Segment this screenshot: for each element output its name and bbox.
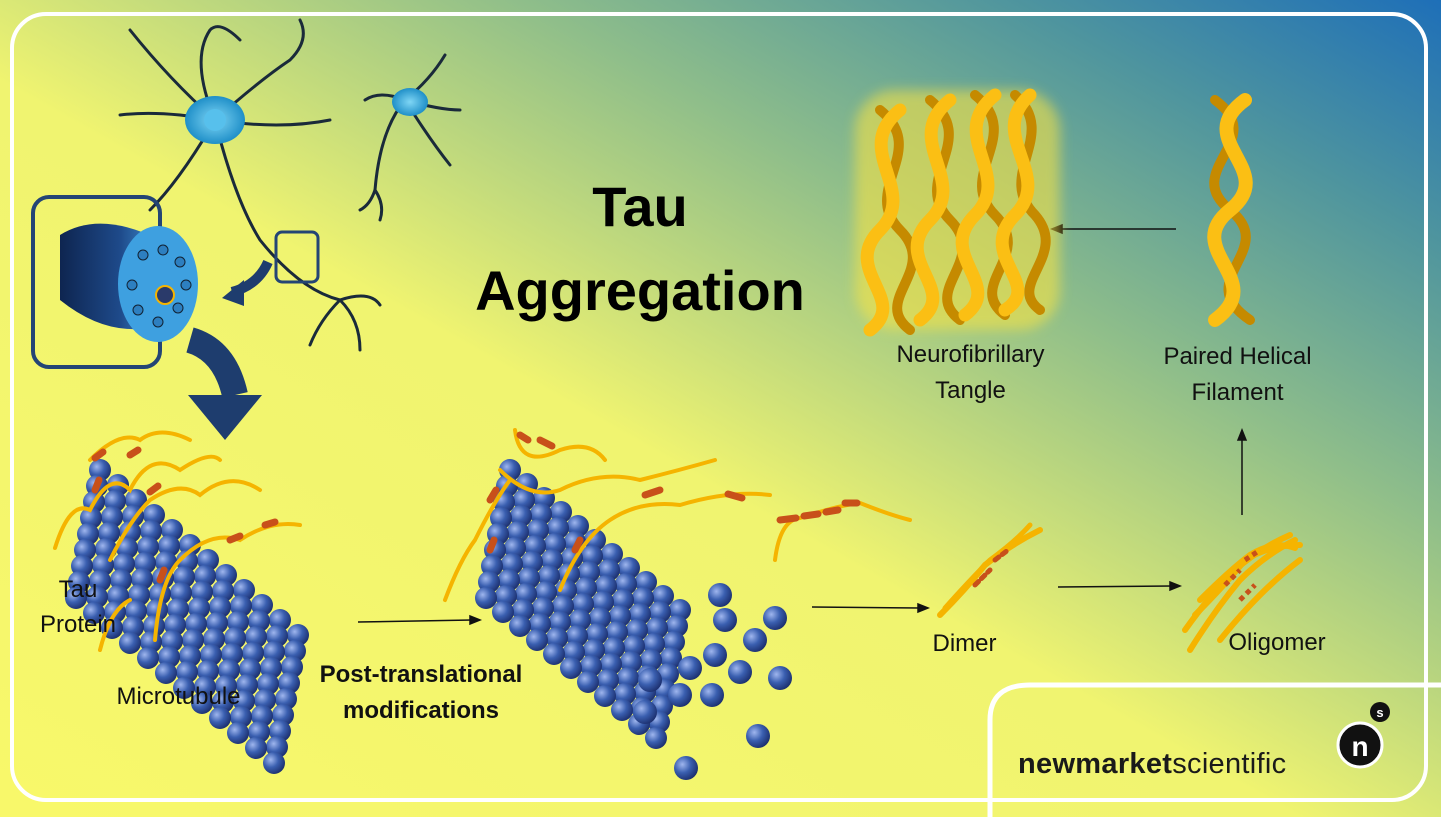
tubulin-sphere-free <box>674 756 698 780</box>
neurofibrillary-tangle-illustration <box>855 88 1060 337</box>
tubulin-sphere-free <box>678 656 702 680</box>
tubulin-sphere-free <box>700 683 724 707</box>
label-oligomer: Oligomer <box>1228 629 1326 656</box>
oligomer-illustration <box>1182 532 1303 653</box>
paired-helical-filament-illustration <box>1207 93 1255 327</box>
dimer-illustration <box>937 522 1043 618</box>
ptm-marks-detached <box>486 431 861 554</box>
label-microtubule: Microtubule <box>116 683 241 710</box>
brand-regular: scientific <box>1172 748 1287 780</box>
tubulin-sphere-free <box>743 628 767 652</box>
microtubule-degrading <box>475 459 691 749</box>
logo-super: s <box>1376 705 1383 720</box>
tubulin-sphere-free <box>768 666 792 690</box>
tubulin-sphere <box>645 727 667 749</box>
tubulin-sphere <box>543 643 565 665</box>
outer-frame <box>10 12 1428 802</box>
tubulin-sphere-free <box>708 583 732 607</box>
tubulin-sphere <box>173 677 195 699</box>
tubulin-sphere-free <box>668 683 692 707</box>
tubulin-sphere <box>83 602 105 624</box>
label-neurofibrillary-tangle: Neurofibrillary Tangle <box>896 341 1045 404</box>
tubulin-sphere-free <box>746 724 770 748</box>
brand-wordmark: newmarketscientific <box>1018 748 1286 781</box>
diagram-title: Tau Aggregation <box>440 165 840 333</box>
zoom-box-small <box>274 230 320 284</box>
label-paired-helical-filament: Paired Helical Filament <box>1163 343 1312 406</box>
ptm-marks-intact <box>91 446 279 584</box>
tubulin-sphere <box>119 632 141 654</box>
brand-logo-icon: n s <box>1336 702 1390 769</box>
tubulin-sphere-free <box>713 608 737 632</box>
tubulin-sphere <box>137 647 159 669</box>
microtubule-intact <box>65 459 309 774</box>
tubulin-sphere <box>155 662 177 684</box>
brand-bold: newmarket <box>1018 748 1173 780</box>
brand-panel <box>987 682 1441 817</box>
curved-arrow-big <box>185 327 248 399</box>
label-tau-protein: Tau Protein <box>39 576 117 638</box>
tubulin-sphere <box>594 685 616 707</box>
label-post-translational-modifications: Post-translational modifications <box>319 661 523 724</box>
tubulin-sphere <box>509 615 531 637</box>
title-line-2: Aggregation <box>475 259 805 322</box>
tubulin-sphere-free <box>638 668 662 692</box>
tubulin-sphere-free <box>633 700 657 724</box>
tubulin-sphere <box>209 707 231 729</box>
tubulin-sphere <box>245 737 267 759</box>
label-dimer: Dimer <box>932 630 997 657</box>
logo-letter: n <box>1351 731 1368 762</box>
tubulin-sphere <box>191 692 213 714</box>
tubulin-sphere <box>611 699 633 721</box>
tubulin-sphere <box>577 671 599 693</box>
tubulin-sphere <box>526 629 548 651</box>
title-line-1: Tau <box>592 175 688 238</box>
tubulin-sphere <box>65 587 87 609</box>
neuron-soma-2 <box>392 88 428 116</box>
tubulin-sphere <box>263 752 285 774</box>
tubulin-sphere-free <box>728 660 752 684</box>
tubulin-sphere <box>227 722 249 744</box>
tau-strands-intact <box>53 430 302 652</box>
tubulin-sphere <box>492 601 514 623</box>
tubulin-sphere <box>560 657 582 679</box>
tubulin-sphere-free <box>703 643 727 667</box>
free-tubulin <box>633 583 792 780</box>
tubulin-sphere-free <box>763 606 787 630</box>
tubulin-sphere <box>475 587 497 609</box>
